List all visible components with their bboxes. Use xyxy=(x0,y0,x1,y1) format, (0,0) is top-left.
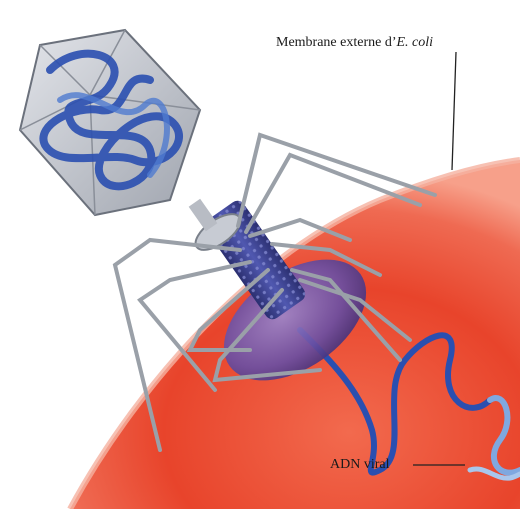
membrane-label-prefix: Membrane externe d’ xyxy=(276,35,397,50)
viral-dna-label: ADN viral xyxy=(330,458,390,472)
capsid-head xyxy=(20,30,200,215)
membrane-label-species: E. coli xyxy=(397,35,434,50)
membrane-label: Membrane externe d’E. coli xyxy=(276,36,433,50)
membrane-leader-line xyxy=(452,52,456,170)
